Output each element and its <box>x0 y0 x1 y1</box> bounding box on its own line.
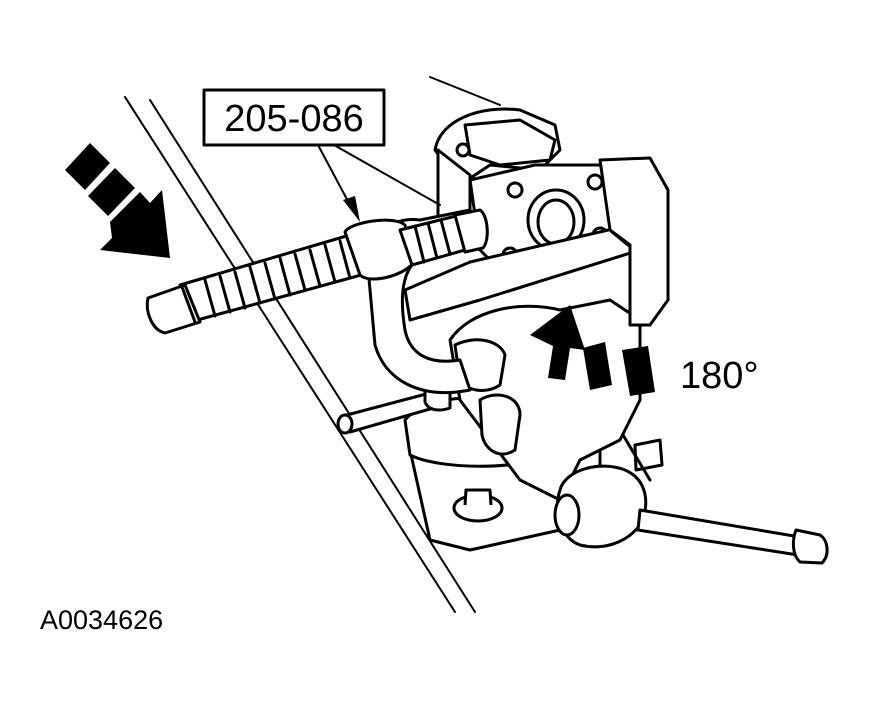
rotate-direction-arrow <box>530 305 655 396</box>
tool-number-box <box>202 88 386 147</box>
bench-edge-lines <box>124 76 501 613</box>
tool-number-label: 205-086 <box>224 98 363 140</box>
forcing-screw <box>145 208 489 335</box>
rotation-angle-label: 180° <box>680 355 759 397</box>
tool-callout: 205-086 <box>202 88 441 222</box>
press-direction-arrow <box>65 143 170 258</box>
vise-handle <box>553 464 829 565</box>
figure-id-label: A0034626 <box>40 605 163 635</box>
screw-threads <box>203 239 352 318</box>
